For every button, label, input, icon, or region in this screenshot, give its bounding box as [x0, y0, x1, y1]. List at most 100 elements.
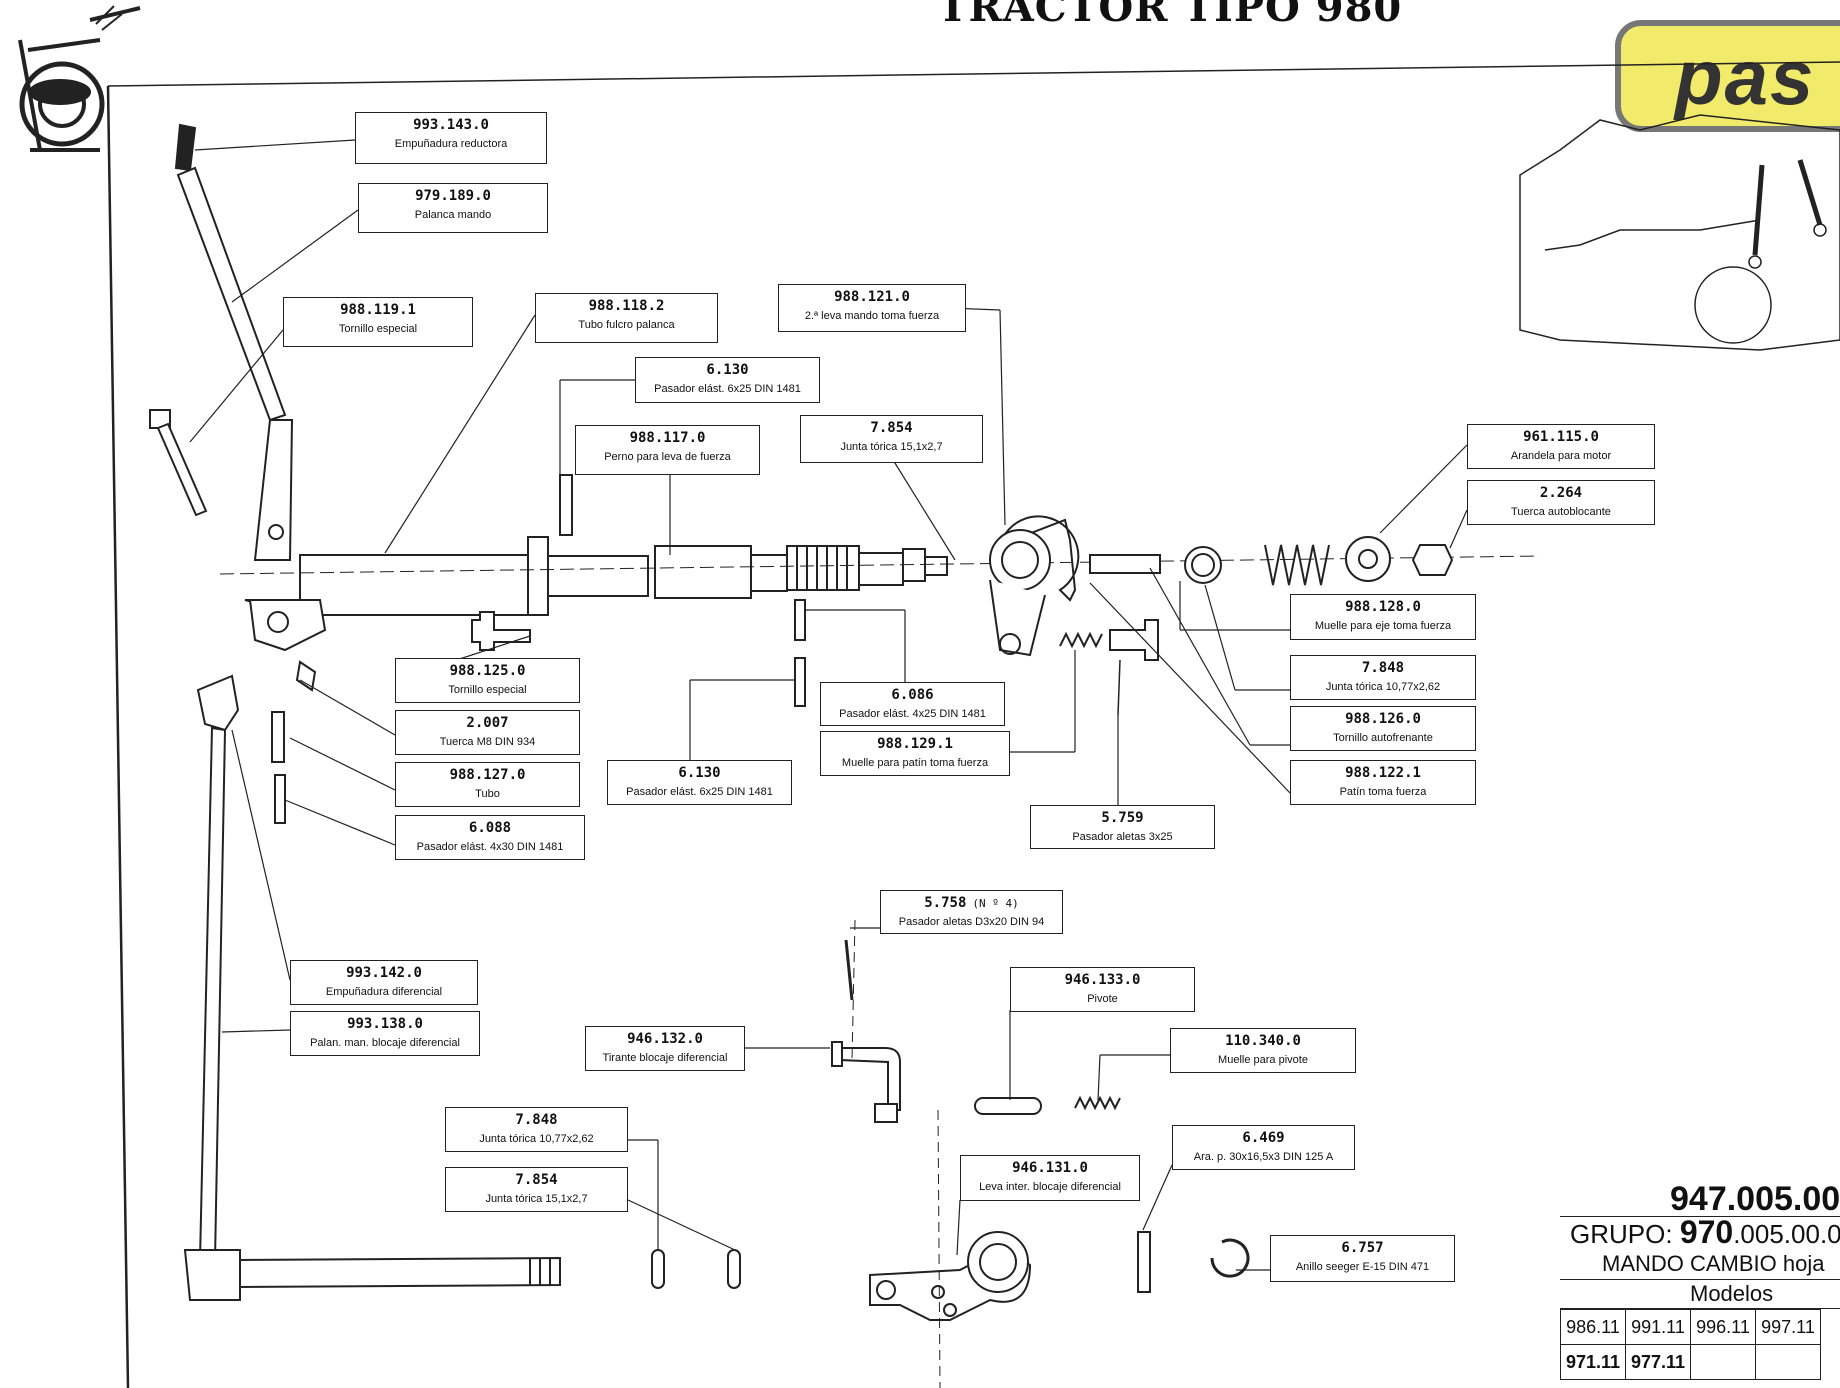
part-code: 6.130 [706, 362, 749, 378]
group-number-rest: .005.00.0 [1733, 1219, 1840, 1249]
part-code: 946.133.0 [1064, 972, 1141, 988]
gear-emblem-icon [18, 5, 141, 152]
models-row: 971.11 977.11 [1560, 1344, 1821, 1380]
spring-pin-6130-a [559, 474, 573, 536]
small-spring [1059, 631, 1103, 649]
part-label-988-117-0: 988.117.0 Perno para leva de fuerza [575, 425, 760, 475]
part-code: 2.264 [1539, 485, 1583, 501]
lock-nut [1411, 544, 1454, 576]
part-desc: Muelle para patín toma fuerza [841, 757, 989, 769]
o-ring-7848 [651, 1249, 665, 1289]
part-code: 988.125.0 [449, 663, 526, 679]
part-label-946-132-0: 946.132.0 Tirante blocaje diferencial [585, 1026, 745, 1071]
model-cell [1755, 1344, 1821, 1380]
part-desc: Arandela para motor [1510, 450, 1612, 462]
part-desc: Tirante blocaje diferencial [602, 1052, 728, 1064]
part-desc: Tornillo autofrenante [1333, 732, 1433, 744]
part-desc: Junta tórica 10,77x2,62 [1325, 681, 1441, 693]
part-desc: Tuerca autoblocante [1511, 506, 1611, 518]
part-desc: Leva inter. blocaje diferencial [979, 1181, 1121, 1193]
part-label-988-122-1: 988.122.1 Patín toma fuerza [1290, 760, 1476, 805]
part-desc: Patín toma fuerza [1339, 786, 1427, 798]
part-desc: Pasador elást. 6x25 DIN 1481 [654, 383, 801, 395]
part-code: 6.088 [468, 820, 512, 836]
part-label-6-757: 6.757 Anillo seeger E-15 DIN 471 [1270, 1235, 1455, 1282]
part-label-993-142-0: 993.142.0 Empuñadura diferencial [290, 960, 478, 1005]
frame-left-line [106, 85, 130, 1388]
part-label-7-848-top: 7.848 Junta tórica 10,77x2,62 [1290, 655, 1476, 700]
part-desc: Muelle para eje toma fuerza [1314, 620, 1452, 632]
part-code: 5.758 (N º 4) [881, 895, 1062, 912]
group-label: GRUPO: [1570, 1219, 1673, 1249]
autofrenante-screw [1109, 619, 1159, 661]
differential-cam-lever [869, 1231, 1032, 1321]
part-label-110-340-0: 110.340.0 Muelle para pivote [1170, 1028, 1356, 1073]
part-desc: Empuñadura diferencial [325, 986, 443, 998]
part-code: 110.340.0 [1225, 1033, 1301, 1049]
brand-logo-text: pas [1675, 33, 1816, 121]
part-label-979-189-0: 979.189.0 Palanca mando [358, 183, 548, 233]
part-label-6-086: 6.086 Pasador elást. 4x25 DIN 1481 [820, 682, 1005, 726]
part-code-value: 5.758 [924, 895, 967, 911]
part-desc: Junta tórica 15,1x2,7 [485, 1193, 588, 1205]
tube [271, 711, 285, 763]
part-label-6-088: 6.088 Pasador elást. 4x30 DIN 1481 [395, 815, 585, 860]
pivot [974, 1097, 1042, 1115]
models-table: 986.11 991.11 996.11 997.11 971.11 977.1… [1560, 1309, 1821, 1380]
autofrenante-screw-body [1089, 554, 1161, 574]
special-screw-2 [471, 611, 531, 651]
model-cell: 977.11 [1625, 1344, 1691, 1380]
washer-6469 [1137, 1231, 1151, 1293]
part-desc: Pasador aletas D3x20 DIN 94 [898, 916, 1045, 928]
part-desc: Palan. man. blocaje diferencial [310, 1037, 460, 1049]
models-heading: Modelos [1560, 1280, 1840, 1309]
part-desc: Pivote [1087, 993, 1118, 1005]
model-cell: 991.11 [1625, 1309, 1691, 1345]
o-ring-7854 [727, 1249, 741, 1289]
part-label-5-758: 5.758 (N º 4) Pasador aletas D3x20 DIN 94 [880, 890, 1063, 934]
part-quantity-note: (N º 4) [972, 897, 1019, 910]
part-label-2-007: 2.007 Tuerca M8 DIN 934 [395, 710, 580, 755]
part-desc: Perno para leva de fuerza [604, 451, 731, 463]
fulcrum-tube-shaft [244, 536, 948, 616]
differential-tie-rod [831, 1041, 901, 1123]
tractor-sketch-icon [1519, 114, 1840, 351]
part-desc: 2.ª leva mando toma fuerza [804, 310, 940, 322]
part-code: 7.854 [870, 420, 913, 436]
pto-cam-lever [989, 515, 1080, 657]
part-label-993-143-0: 993.143.0 Empuñadura reductora [355, 112, 547, 164]
part-label-2-264: 2.264 Tuerca autoblocante [1467, 480, 1655, 525]
part-code: 988.127.0 [449, 767, 526, 783]
models-row: 986.11 991.11 996.11 997.11 [1560, 1309, 1821, 1345]
part-code: 988.119.1 [340, 302, 416, 318]
part-code: 988.129.1 [877, 736, 953, 752]
group-line: GRUPO: 970.005.00.0 [1560, 1214, 1840, 1250]
part-code: 993.142.0 [346, 965, 422, 981]
part-desc: Pasador elást. 4x30 DIN 1481 [416, 841, 564, 853]
part-label-988-129-1: 988.129.1 Muelle para patín toma fuerza [820, 731, 1010, 776]
part-desc: Junta tórica 15,1x2,7 [840, 441, 943, 453]
part-code: 988.128.0 [1345, 599, 1421, 615]
part-label-6-130-bottom: 6.130 Pasador elást. 6x25 DIN 1481 [607, 760, 792, 805]
part-desc: Tornillo especial [448, 684, 527, 696]
part-code: 988.122.1 [1345, 765, 1421, 781]
model-cell: 971.11 [1560, 1344, 1626, 1380]
special-screw [149, 409, 208, 517]
part-label-5-759: 5.759 Pasador aletas 3x25 [1030, 805, 1215, 849]
part-label-988-121-0: 988.121.0 2.ª leva mando toma fuerza [778, 284, 966, 332]
brand-logo: pas [1615, 20, 1840, 132]
cotter-pin-5758 [844, 939, 854, 1001]
part-label-988-119-1: 988.119.1 Tornillo especial [283, 297, 473, 347]
part-label-988-128-0: 988.128.0 Muelle para eje toma fuerza [1290, 594, 1476, 640]
model-cell [1690, 1344, 1756, 1380]
part-code: 7.854 [515, 1172, 558, 1188]
part-desc: Anillo seeger E-15 DIN 471 [1295, 1261, 1430, 1273]
spring-pin-6088 [274, 774, 286, 824]
part-label-988-118-2: 988.118.2 Tubo fulcro palanca [535, 293, 718, 343]
part-code: 988.126.0 [1345, 711, 1421, 727]
group-number-bold: 970 [1679, 1214, 1734, 1250]
part-label-7-848-bottom: 7.848 Junta tórica 10,77x2,62 [445, 1107, 628, 1152]
group-subtitle: MANDO CAMBIO hoja [1560, 1249, 1840, 1280]
leader-lines [189, 139, 1468, 1271]
